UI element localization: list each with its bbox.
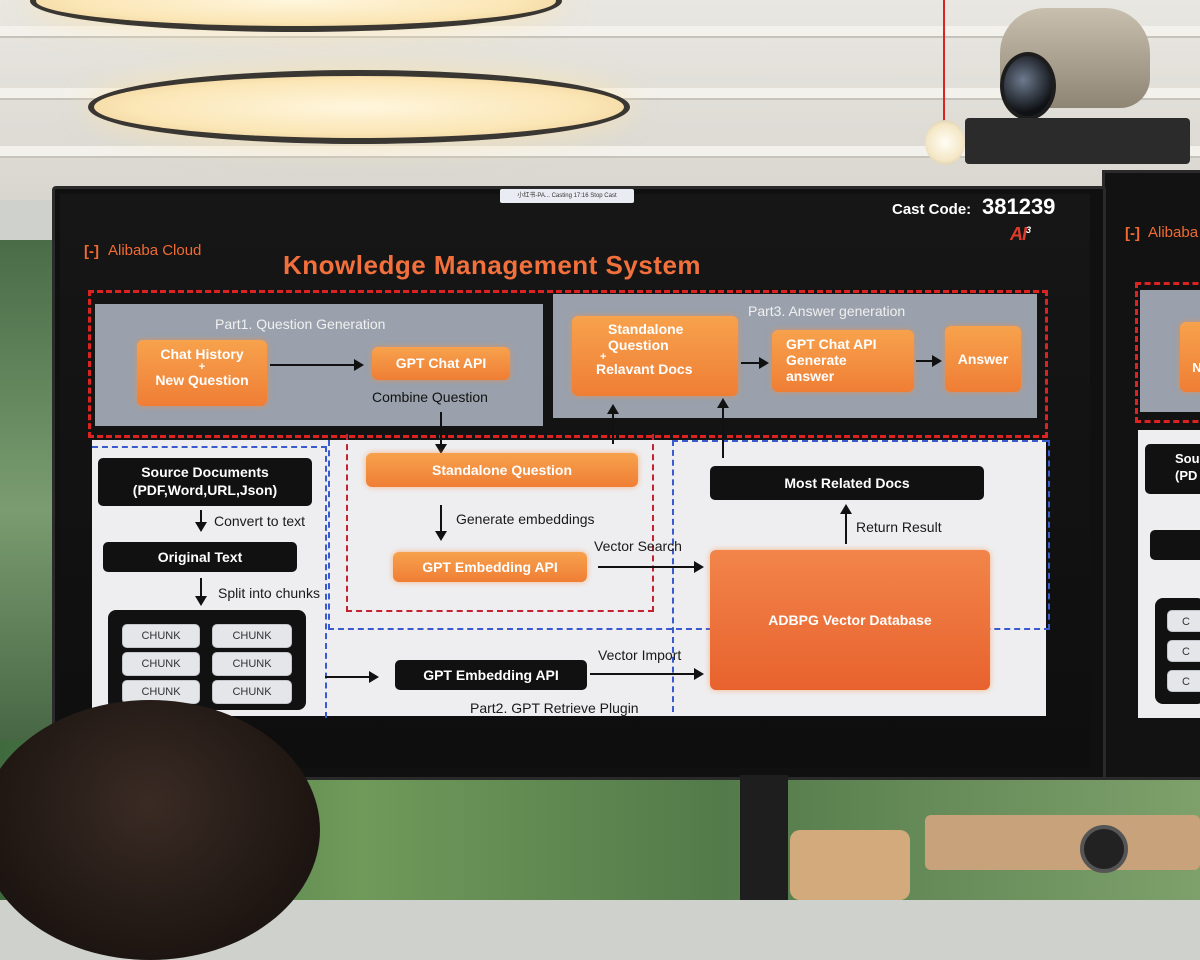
gpt-embedding-api-search-box: GPT Embedding API [393, 552, 587, 582]
part3-input-line1: Standalone [608, 321, 684, 337]
arrow-up [607, 404, 619, 444]
part3-api-line2: Generate [786, 352, 847, 368]
chunk-item: CHUNK [212, 652, 292, 676]
arrow-down [435, 412, 447, 454]
table [925, 815, 1200, 870]
arrow-right [741, 357, 769, 369]
side-partial-n: N [1192, 360, 1200, 375]
ceiling-lamp [88, 70, 630, 144]
arrow-right [598, 561, 704, 573]
alibaba-cloud-logo-icon: [-] [1125, 225, 1140, 242]
alibaba-cloud-logo-icon: [-] [84, 243, 99, 260]
brand-name: Alibaba Cloud [108, 242, 202, 259]
original-text-box: Original Text [103, 542, 297, 572]
vector-search-label: Vector Search [594, 538, 682, 554]
arrow-down [195, 578, 207, 606]
standalone-question-box: Standalone Question [366, 453, 638, 487]
window-plants [0, 240, 60, 780]
gpt-chat-api-box: GPT Chat API [372, 347, 510, 380]
side-chunk: C [1167, 610, 1200, 632]
answer-box: Answer [945, 326, 1021, 392]
convert-to-text-label: Convert to text [214, 513, 306, 529]
vector-import-label: Vector Import [598, 647, 682, 663]
side-partial-src2: (PD [1175, 468, 1198, 483]
combine-question-label: Combine Question [372, 389, 488, 405]
chair [790, 830, 910, 900]
return-result-label: Return Result [856, 519, 942, 535]
arrow-up [717, 398, 729, 458]
chat-history-plus: + [198, 361, 206, 373]
part3-api-line3: answer [786, 368, 835, 384]
chunk-item: CHUNK [122, 652, 200, 676]
arrow-down [435, 505, 447, 541]
desk-camera [1080, 825, 1128, 873]
arrow-right [916, 355, 942, 367]
cast-status-pill[interactable]: 小红书-PA... Casting 17:16 Stop Cast [500, 189, 634, 203]
side-chunk: C [1167, 670, 1200, 692]
camera-lens [1000, 52, 1056, 120]
chat-history-box: Chat History + New Question [137, 340, 267, 406]
light-bulb [925, 120, 965, 165]
arrow-right [270, 359, 364, 371]
event-logo-text: AI [1010, 224, 1027, 244]
part3-input-plus: + [600, 351, 607, 363]
side-text-box [1150, 530, 1200, 560]
part3-input-line3: Relavant Docs [596, 361, 693, 377]
most-related-docs-box: Most Related Docs [710, 466, 984, 500]
camera-mount [965, 118, 1190, 164]
part3-label: Part3. Answer generation [748, 303, 906, 319]
tv-stand [740, 775, 788, 900]
ingest-dashed-frame [92, 446, 327, 718]
arrow-right [590, 668, 704, 680]
side-brand: Alibaba [1148, 224, 1199, 241]
part2-label: Part2. GPT Retrieve Plugin [470, 700, 639, 716]
generate-embeddings-label: Generate embeddings [456, 511, 595, 527]
arrow-down [195, 510, 207, 532]
side-partial-src: Sou [1175, 451, 1200, 466]
source-documents-box: Source Documents (PDF,Word,URL,Json) [98, 458, 312, 506]
side-dashed-frame [1135, 282, 1200, 423]
part1-label: Part1. Question Generation [215, 316, 386, 332]
chat-history-line1: Chat History [160, 346, 244, 362]
arrow-up [840, 504, 852, 544]
source-line2: (PDF,Word,URL,Json) [132, 482, 278, 498]
part3-api-line1: GPT Chat API [786, 336, 877, 352]
db-dashed-frame [672, 440, 1048, 712]
lamp-wire [943, 0, 945, 122]
side-orange-box: N [1180, 322, 1200, 392]
event-logo-superscript: 3 [1026, 225, 1031, 235]
chunk-item: CHUNK [212, 624, 292, 648]
cast-code-value: 381239 [982, 194, 1056, 219]
chunk-grid: CHUNK CHUNK CHUNK CHUNK CHUNK CHUNK [108, 610, 306, 710]
retrieve-dashed-frame [328, 440, 1050, 630]
ceiling-beam [0, 146, 1200, 158]
audience-head [0, 700, 320, 960]
chunk-item: CHUNK [212, 680, 292, 704]
side-source-box: Sou (PD [1145, 444, 1200, 494]
part3-input-line2: Question [608, 337, 669, 353]
split-chunks-label: Split into chunks [218, 585, 320, 601]
gpt-embedding-api-import-box: GPT Embedding API [395, 660, 587, 690]
event-logo: AI3 [1010, 224, 1031, 245]
source-line1: Source Documents [141, 464, 269, 480]
gpt-chat-api-generate-box: GPT Chat API Generate answer [772, 330, 914, 392]
chunk-item: CHUNK [122, 624, 200, 648]
chat-history-line2: New Question [155, 372, 249, 388]
side-chunk: C [1167, 640, 1200, 662]
diagram-title: Knowledge Management System [283, 250, 702, 280]
side-chunk-frame: C C C [1155, 598, 1200, 704]
embedding-red-frame [346, 434, 654, 612]
adbpg-vector-database-box: ADBPG Vector Database [710, 550, 990, 690]
standalone-relevant-box: Standalone Question + Relavant Docs [572, 316, 738, 396]
cast-code-label: Cast Code: [892, 201, 972, 218]
question-answer-frame [88, 290, 1048, 438]
arrow-right [325, 671, 379, 683]
